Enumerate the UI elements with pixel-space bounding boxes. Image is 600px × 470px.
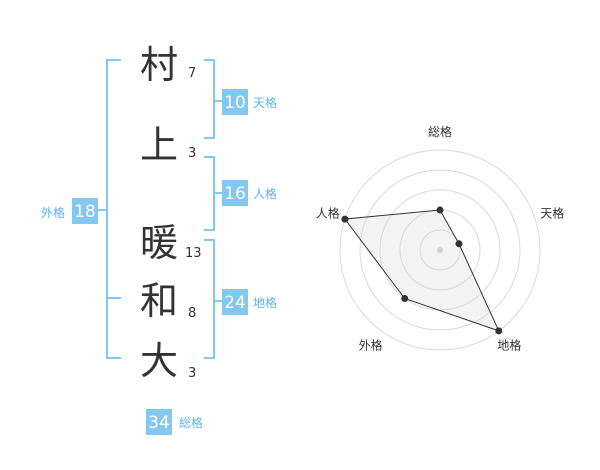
radar-points (341, 206, 503, 335)
radar-grid-ring-1 (419, 229, 461, 271)
radar-grid-ring-4 (359, 169, 521, 331)
radar-point-2 (455, 240, 463, 248)
tenkaku-label: 天格 (253, 95, 277, 110)
jinkaku-label: 人格 (253, 186, 277, 201)
jinkaku-bracket (204, 156, 222, 231)
name-char-1: 村 (140, 43, 178, 87)
name-char-2: 上 (140, 123, 178, 167)
chikaku-bracket (204, 239, 222, 359)
soukaku-value: 34 (148, 413, 170, 433)
radar-axis-label-3: 地格 (497, 338, 521, 353)
gaikaku-value: 18 (74, 202, 96, 222)
tenkaku-bracket (204, 59, 222, 139)
name-characters: 村 7 上 3 暖 13 和 8 大 3 (140, 43, 202, 383)
radar-axis-label-1: 総格 (428, 124, 452, 139)
name-char-5: 大 (140, 339, 178, 383)
jinkaku-value: 16 (224, 184, 246, 204)
stroke-count-3: 13 (185, 246, 202, 261)
stroke-count-4: 8 (188, 306, 196, 321)
gaikaku-label: 外格 (41, 205, 65, 220)
jinkaku-badge: 16 人格 (222, 180, 277, 206)
radar-point-4 (401, 295, 409, 302)
radar-point-5 (341, 215, 349, 223)
chikaku-label: 地格 (253, 295, 277, 310)
name-char-3: 暖 (140, 221, 178, 265)
stroke-count-2: 3 (188, 146, 196, 161)
gaikaku-badge: 18 外格 (41, 198, 98, 224)
gaikaku-bracket (98, 59, 121, 359)
radar-center-dot (437, 247, 443, 253)
soukaku-label: 総格 (179, 415, 203, 430)
tenkaku-badge: 10 天格 (222, 89, 277, 115)
tenkaku-value: 10 (224, 93, 246, 113)
name-char-4: 和 (140, 279, 178, 323)
radar-axis-label-4: 外格 (359, 338, 383, 353)
radar-polygon (343, 209, 500, 332)
stroke-count-1: 7 (188, 66, 196, 81)
radar-point-1 (436, 206, 444, 214)
radar-grid-ring-5 (339, 149, 541, 351)
chikaku-value: 24 (224, 293, 246, 313)
brackets (98, 59, 222, 359)
chikaku-badge: 24 地格 (222, 289, 277, 315)
radar-axis-label-5: 人格 (316, 206, 340, 221)
radar-axis-label-2: 天格 (540, 206, 564, 221)
radar-grid-ring-3 (379, 189, 501, 311)
soukaku-badge: 34 総格 (146, 409, 203, 435)
radar-point-3 (495, 327, 503, 335)
stroke-count-5: 3 (188, 366, 196, 381)
